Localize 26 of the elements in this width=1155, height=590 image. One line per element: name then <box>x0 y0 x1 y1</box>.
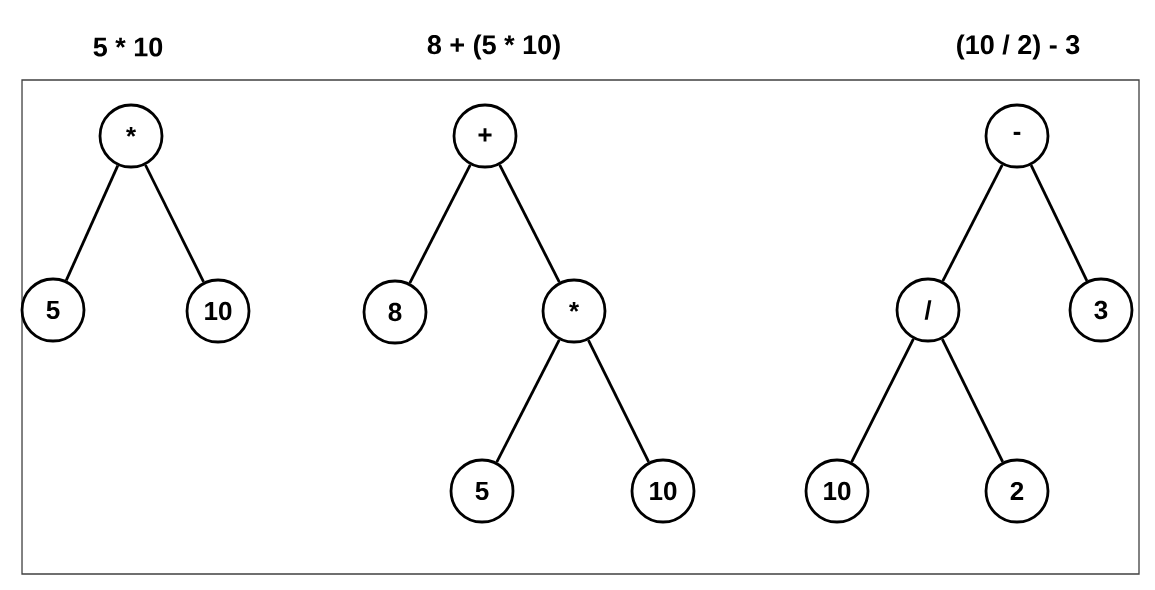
tree-node: 10 <box>804 458 870 524</box>
tree-node: * <box>98 103 164 169</box>
tree-edge <box>495 339 561 463</box>
tree-edge <box>408 164 472 284</box>
tree-node: 10 <box>185 278 251 344</box>
tree-edge <box>587 339 650 463</box>
expression-label: 8 + (5 * 10) <box>427 34 560 60</box>
tree-node: 2 <box>984 458 1050 524</box>
tree-node: / <box>895 277 961 343</box>
tree-edge <box>941 164 1004 282</box>
tree-edge <box>850 338 915 463</box>
tree-edge <box>498 164 561 283</box>
tree-node: - <box>984 103 1050 169</box>
tree-node: 5 <box>20 277 86 343</box>
tree-node: 5 <box>449 458 515 524</box>
tree-node: 10 <box>630 458 696 524</box>
tree-edge <box>65 164 120 281</box>
expression-label: 5 * 10 <box>93 37 163 57</box>
tree-node: 3 <box>1068 277 1134 343</box>
tree-edge <box>144 164 205 283</box>
tree-node: 8 <box>362 279 428 345</box>
tree-node: * <box>541 278 607 344</box>
tree-node: + <box>452 103 518 169</box>
tree-edge <box>941 338 1004 463</box>
expression-label: (10 / 2) - 3 <box>957 34 1080 60</box>
tree-edge <box>1029 164 1089 282</box>
